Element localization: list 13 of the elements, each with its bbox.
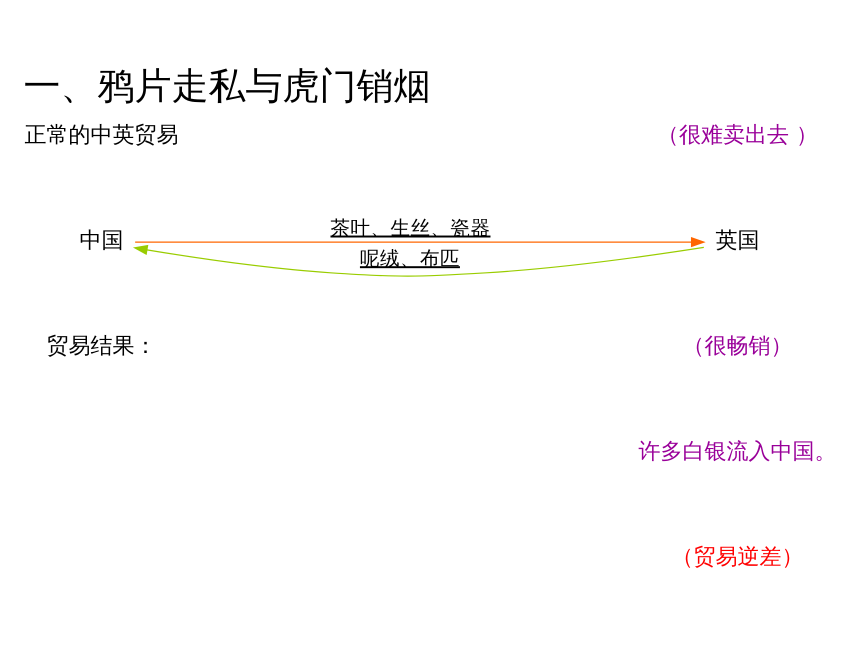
label: 许多白银流入中国。 (638, 440, 836, 465)
label: （贸易逆差） (670, 545, 803, 570)
edge-label: 呢绒、布匹 (359, 247, 460, 270)
node-text: 中国 (79, 228, 124, 254)
label: （很畅销） (682, 334, 792, 360)
arrow (134, 236, 706, 248)
label: 正常的中英贸易 (24, 122, 178, 148)
label: （很难卖出去 ） (656, 122, 818, 148)
edge-label: 茶叶、生丝、瓷器 (330, 216, 490, 240)
arrow (132, 244, 704, 277)
diagram-title: 一、鸦片走私与虎门销烟 (22, 64, 430, 108)
node-text: 英国 (714, 228, 759, 254)
label: 贸易结果： (46, 334, 156, 360)
